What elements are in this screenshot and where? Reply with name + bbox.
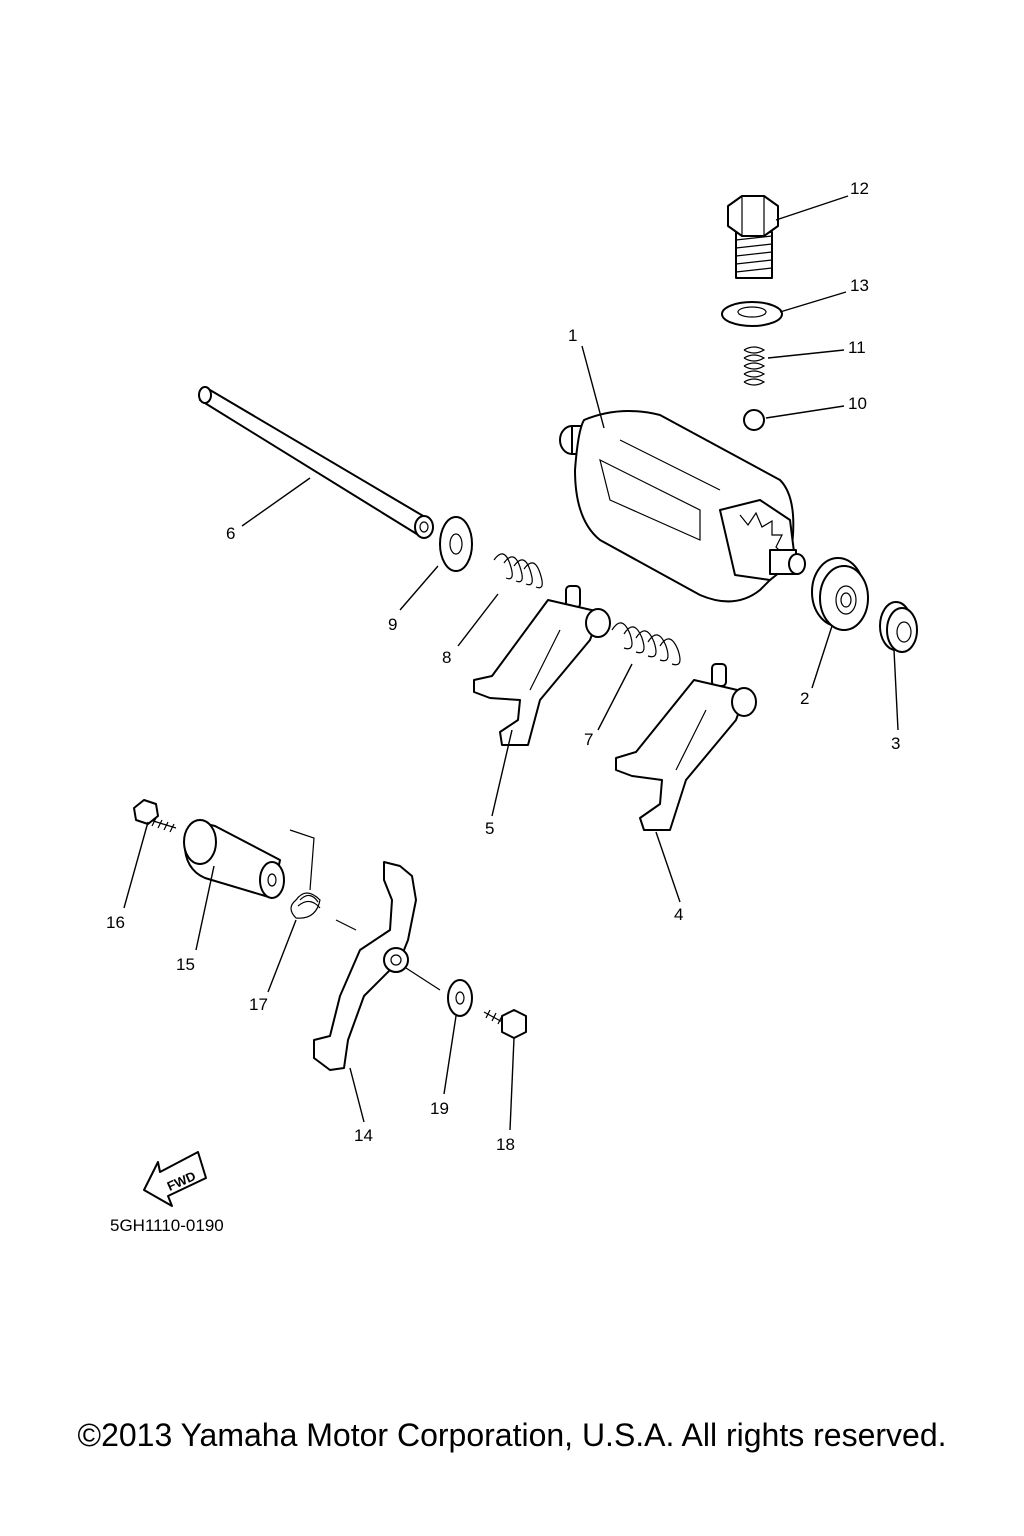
callout-6: 6 [226,524,235,543]
part-17-torsion-spring [289,829,357,931]
part-18-bolt [483,1009,527,1039]
part-3-seal [879,601,918,653]
callout-1: 1 [568,326,577,345]
part-7-spring [611,622,681,666]
part-10-ball [743,409,765,431]
part-9-washer [439,516,473,572]
callout-17: 17 [249,995,268,1014]
copyright-notice: ©2013 Yamaha Motor Corporation, U.S.A. A… [77,1417,947,1453]
part-15-collar [183,819,285,899]
callout-4: 4 [674,905,683,924]
callout-15: 15 [176,955,195,974]
part-12-bolt [727,195,779,279]
part-2-bearing [811,557,869,631]
callout-12: 12 [850,179,869,198]
callout-18: 18 [496,1135,515,1154]
callout-3: 3 [891,734,900,753]
part-14-shift-arm [313,861,441,1071]
part-19-washer [447,979,473,1017]
callout-2: 2 [800,689,809,708]
part-11-spring [743,346,766,386]
part-1-shift-drum [559,410,806,603]
callout-10: 10 [848,394,867,413]
callout-13: 13 [850,276,869,295]
callout-5: 5 [485,819,494,838]
callout-11: 11 [848,338,866,357]
fwd-arrow-icon: FWD [143,1151,207,1207]
callout-14: 14 [354,1126,373,1145]
part-13-washer [721,301,783,327]
part-5-shift-fork [473,585,611,746]
callout-19: 19 [430,1099,449,1118]
callout-8: 8 [442,648,451,667]
diagram-part-code: 5GH1110-0190 [110,1216,224,1235]
part-8-spring [493,553,543,589]
part-16-bolt [133,799,177,833]
leader-lines [123,195,899,1131]
callout-9: 9 [388,615,397,634]
callout-16: 16 [106,913,125,932]
part-6-shaft [198,386,434,539]
part-4-shift-fork [615,663,757,831]
callout-7: 7 [584,730,593,749]
